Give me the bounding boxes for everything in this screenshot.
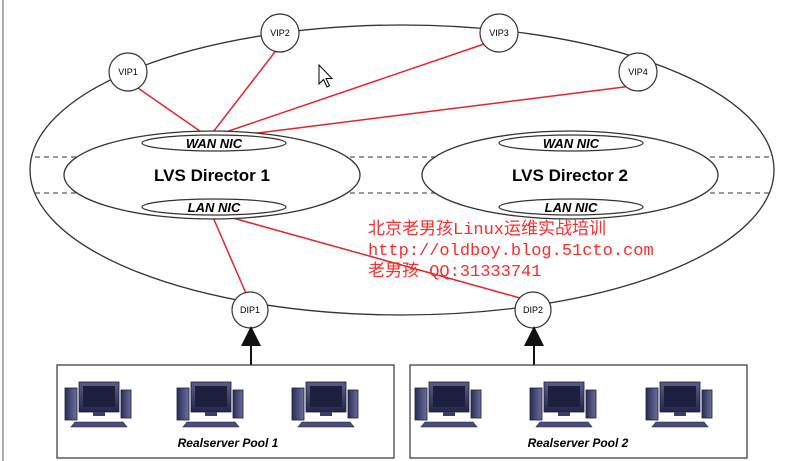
server-icons [64, 381, 713, 428]
watermark: 北京老男孩Linux运维实战培训 http://oldboy.blog.51ct… [368, 219, 654, 282]
dip-links [211, 214, 521, 299]
director-1-wan-nic [141, 134, 287, 152]
director-1-lan-nic [141, 198, 287, 216]
mouse-cursor-icon [318, 63, 334, 88]
director-2-wan-nic [498, 134, 644, 152]
dip2-link [221, 214, 521, 299]
director-1: LVS Director 1 WAN NIC LAN NIC [63, 130, 361, 220]
vip-2-node: VIP2 [260, 13, 300, 53]
pool-1-label: Realserver Pool 1 [178, 436, 279, 450]
vip-3-node: VIP3 [479, 13, 519, 53]
director-1-label: LVS Director 1 [154, 166, 270, 185]
vip-1-label: VIP1 [118, 67, 138, 77]
vip-3-circle [479, 13, 519, 53]
vip-1-node: VIP1 [108, 52, 148, 92]
vip2-link [209, 47, 279, 137]
director-1-ellipse [63, 130, 361, 220]
server-icon [529, 381, 597, 428]
vip-4-label: VIP4 [628, 67, 648, 77]
dip-1-label: DIP1 [240, 305, 260, 315]
server-icon [645, 381, 713, 428]
vip-4-circle [618, 52, 658, 92]
vip3-link [213, 41, 491, 137]
vip-2-circle [260, 13, 300, 53]
dip1-link [211, 214, 249, 299]
vip1-link [134, 85, 208, 137]
server-icon [64, 381, 132, 428]
pool-2-label: Realserver Pool 2 [528, 436, 629, 450]
server-icon [176, 381, 244, 428]
vip-2-label: VIP2 [270, 28, 290, 38]
director-2-ellipse [421, 130, 719, 220]
vip4-link [217, 85, 633, 139]
watermark-line-2: http://oldboy.blog.51cto.com [368, 242, 654, 261]
director-2-lan-nic [498, 198, 644, 216]
dip-2-node: DIP2 [514, 291, 552, 329]
server-icon [414, 381, 482, 428]
vip-4-node: VIP4 [618, 52, 658, 92]
watermark-line-3: 老男孩 QQ:31333741 [368, 261, 541, 282]
vip-3-label: VIP3 [489, 28, 509, 38]
director-2-lan-label: LAN NIC [545, 200, 598, 215]
director-2: LVS Director 2 WAN NIC LAN NIC [421, 130, 719, 220]
dip-2-label: DIP2 [523, 305, 543, 315]
watermark-line-1: 北京老男孩Linux运维实战培训 [368, 219, 606, 240]
vip-links [134, 41, 633, 139]
director-1-lan-label: LAN NIC [188, 200, 241, 215]
dip-1-node: DIP1 [231, 291, 269, 329]
director-2-wan-label: WAN NIC [543, 136, 600, 151]
director-1-wan-label: WAN NIC [186, 136, 243, 151]
vip-1-circle [108, 52, 148, 92]
director-2-label: LVS Director 2 [512, 166, 628, 185]
network-ellipse [29, 24, 775, 316]
server-icon [291, 381, 359, 428]
